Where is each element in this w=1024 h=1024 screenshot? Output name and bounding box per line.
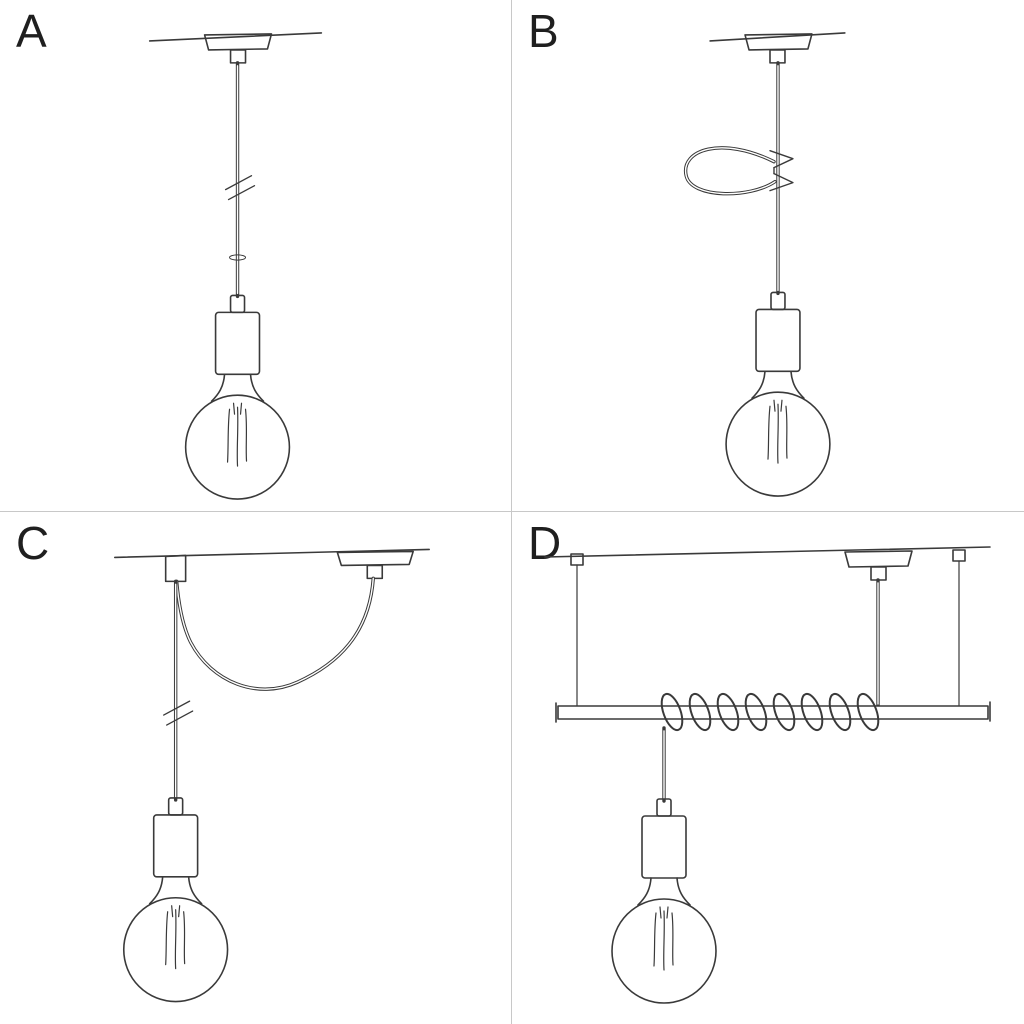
- panel-d-label: D: [528, 517, 563, 569]
- panel-a-label: A: [16, 5, 48, 57]
- lamp-socket-and-bulb: [122, 797, 229, 1003]
- panel-d: D: [512, 512, 1024, 1024]
- panel-c: C: [0, 512, 512, 1024]
- excess-cable-loop: [683, 146, 777, 196]
- panel-b-label: B: [528, 5, 560, 57]
- panel-b: B: [512, 0, 1024, 512]
- ceiling-rose: [148, 32, 323, 64]
- pendant-swag-ceiling-hook-illustration: [113, 548, 430, 1003]
- ceiling-line: [544, 546, 991, 558]
- ceiling-rose: [844, 550, 913, 581]
- right-suspension-wire: [952, 549, 966, 707]
- ceiling-line: [113, 548, 430, 559]
- cable-clip: [769, 150, 794, 192]
- lamp-socket-and-bulb: [611, 798, 717, 1004]
- swag-cable: [174, 576, 375, 691]
- ceiling-rose: [709, 32, 846, 64]
- panel-c-label: C: [16, 517, 51, 569]
- cable-coils: [660, 692, 880, 732]
- panel-a: A: [0, 0, 512, 512]
- lamp-socket-and-bulb: [184, 294, 291, 500]
- ceiling-hook: [164, 554, 187, 583]
- cable-length-mark: [163, 700, 194, 726]
- ceiling-rose: [336, 550, 414, 580]
- cable-twist-mark: [229, 254, 247, 261]
- cable-length-mark: [224, 175, 256, 201]
- lamp-socket-and-bulb: [725, 291, 831, 497]
- pendant-straight-cable-illustration: [148, 32, 323, 500]
- left-suspension-wire: [570, 553, 584, 708]
- pendant-cable-loop-clip-illustration: [683, 32, 846, 497]
- pendant-coiled-on-suspended-bar-illustration: [544, 546, 991, 1004]
